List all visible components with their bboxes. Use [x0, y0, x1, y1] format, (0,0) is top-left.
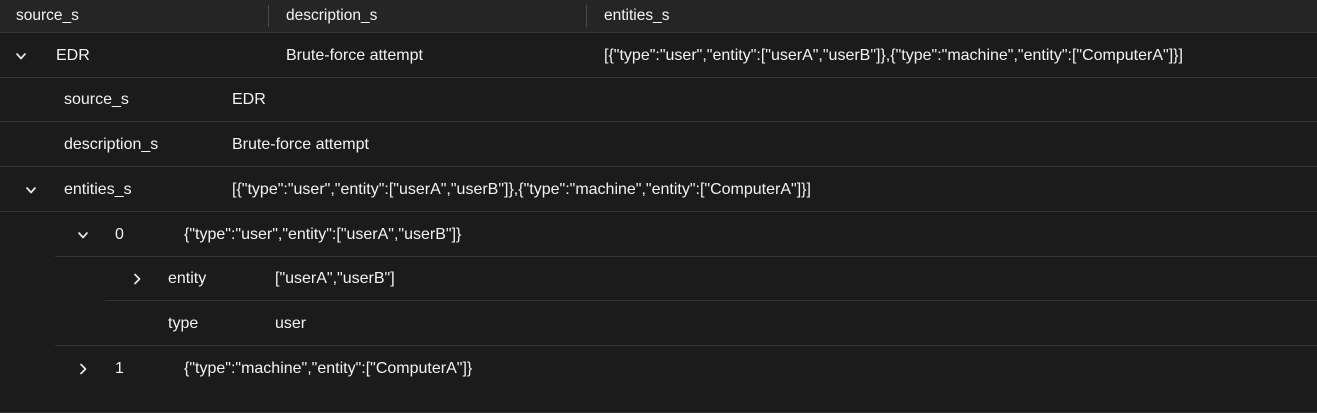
detail-value-type: user [275, 314, 307, 332]
column-header-entities-s[interactable]: entities_s [604, 7, 670, 24]
detail-key-entity: entity [168, 270, 207, 287]
row-separator [55, 256, 1317, 257]
table-row-detail-entities-s[interactable]: entities_s [{"type":"user","entity":["us… [0, 167, 1317, 212]
detail-value-source-s: EDR [232, 91, 266, 108]
cell-source-s: EDR [56, 46, 90, 64]
detail-value-description-s: Brute-force attempt [232, 135, 369, 153]
chevron-right-icon[interactable] [124, 257, 150, 301]
detail-value-entities-s: [{"type":"user","entity":["userA","userB… [232, 180, 811, 198]
table-row-item0-type[interactable]: type user [0, 301, 1317, 346]
table-row-detail-source-s[interactable]: source_s EDR [0, 78, 1317, 122]
grid-header-row: source_s description_s entities_s [0, 0, 1317, 33]
detail-key-type: type [168, 314, 199, 332]
cell-entities-s: [{"type":"user","entity":["userA","userB… [604, 46, 1183, 64]
table-row-array-item-0[interactable]: 0 {"type":"user","entity":["userA","user… [0, 212, 1317, 257]
array-index-1: 1 [115, 359, 124, 377]
detail-key-source-s: source_s [64, 91, 129, 108]
table-row-item0-entity[interactable]: entity ["userA","userB"] [0, 257, 1317, 301]
table-row-record[interactable]: EDR Brute-force attempt [{"type":"user",… [0, 33, 1317, 78]
detail-value-entity: ["userA","userB"] [275, 270, 395, 287]
array-index-0: 0 [115, 225, 124, 243]
array-item-0-value: {"type":"user","entity":["userA","userB"… [184, 225, 462, 243]
row-separator [0, 77, 1317, 78]
chevron-down-icon[interactable] [18, 167, 44, 212]
column-header-description-s[interactable]: description_s [286, 7, 378, 24]
chevron-down-icon[interactable] [70, 212, 96, 257]
table-row-array-item-1[interactable]: 1 {"type":"machine","entity":["ComputerA… [0, 346, 1317, 391]
detail-key-description-s: description_s [64, 135, 159, 153]
table-row-detail-description-s[interactable]: description_s Brute-force attempt [0, 122, 1317, 167]
row-separator [105, 300, 1317, 301]
chevron-down-icon[interactable] [8, 33, 34, 78]
column-divider-1[interactable] [268, 5, 269, 27]
column-header-source-s[interactable]: source_s [16, 7, 79, 24]
cell-description-s: Brute-force attempt [286, 46, 423, 64]
row-separator [0, 166, 1317, 167]
chevron-right-icon[interactable] [70, 346, 96, 391]
row-separator [0, 121, 1317, 122]
detail-key-entities-s: entities_s [64, 180, 132, 198]
row-separator [55, 345, 1317, 346]
array-item-1-value: {"type":"machine","entity":["ComputerA"]… [184, 359, 473, 377]
grid-body: EDR Brute-force attempt [{"type":"user",… [0, 33, 1317, 391]
column-divider-2[interactable] [586, 5, 587, 27]
row-separator [0, 211, 1317, 212]
